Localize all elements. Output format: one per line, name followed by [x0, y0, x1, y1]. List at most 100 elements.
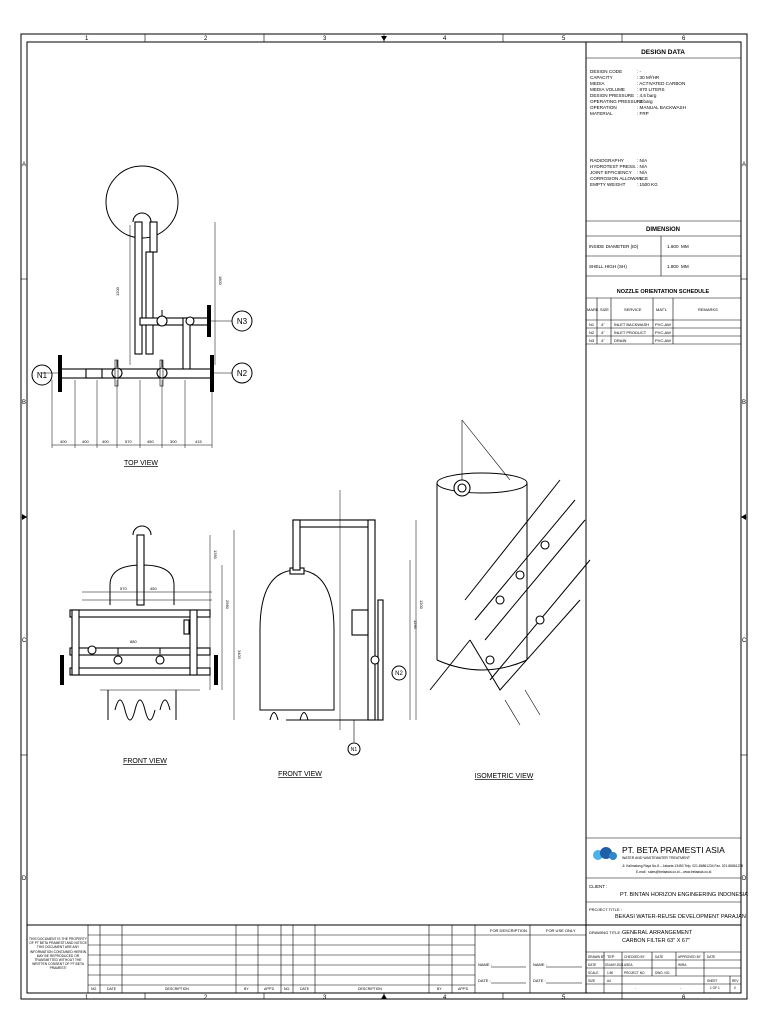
svg-text:DESCRIPTION: DESCRIPTION: [358, 987, 382, 991]
svg-text:WIRA: WIRA: [678, 963, 687, 967]
svg-text:4": 4": [601, 330, 605, 335]
svg-text:1:50: 1:50: [607, 971, 613, 975]
svg-text:: N/A: : N/A: [637, 158, 648, 163]
property-notice: THIS DOCUMENT IS THE PROPERTY OF PT BETA…: [29, 937, 87, 971]
svg-text:N3: N3: [237, 317, 248, 326]
svg-text:: 30 M³/HR: : 30 M³/HR: [637, 75, 660, 80]
svg-text:ASEA: ASEA: [624, 963, 633, 967]
svg-text:OPERATION: OPERATION: [590, 105, 617, 110]
nozzle-schedule-table: NOZZLE ORIENTATION SCHEDULE MARK SIZE SE…: [586, 289, 741, 345]
svg-text:MEDIA VOLUME: MEDIA VOLUME: [590, 87, 625, 92]
svg-text:SIZE: SIZE: [588, 979, 595, 983]
svg-text:570: 570: [125, 439, 132, 444]
svg-text:: MANUAL BACKWASH: : MANUAL BACKWASH: [637, 105, 686, 110]
svg-text:PVC-AW: PVC-AW: [655, 338, 671, 343]
svg-text:DRAIN: DRAIN: [614, 338, 627, 343]
svg-text:APP'D: APP'D: [264, 987, 275, 991]
row-b-right: B: [742, 400, 746, 406]
svg-text:MEDIA: MEDIA: [590, 81, 605, 86]
svg-text:: 4,5 barg: : 4,5 barg: [637, 93, 657, 98]
row-b: B: [22, 400, 26, 406]
svg-text:1 OF 1: 1 OF 1: [710, 986, 720, 990]
svg-text:Jl. Kalimalang Raya No.8 – Jak: Jl. Kalimalang Raya No.8 – Jakarta 13450…: [622, 864, 743, 868]
svg-text:400: 400: [60, 439, 67, 444]
dimension-title: DIMENSION: [646, 227, 680, 233]
svg-text:: 3 barg: : 3 barg: [637, 99, 653, 104]
svg-text:1.600: 1.600: [667, 244, 679, 249]
row-d: D: [22, 876, 27, 882]
svg-text:MM: MM: [681, 264, 689, 269]
callout-n1: [31, 364, 53, 386]
row-markers: A B C D A B C D: [21, 162, 747, 882]
svg-text:1800: 1800: [218, 276, 223, 286]
svg-text:SIZE: SIZE: [600, 307, 609, 312]
svg-text:: ACTIVATED CARBON: : ACTIVATED CARBON: [637, 81, 685, 86]
svg-text:CARBON FILTER 63" X 67": CARBON FILTER 63" X 67": [622, 938, 690, 944]
svg-text:OPERATING PRESSURE: OPERATING PRESSURE: [590, 99, 643, 104]
svg-text:0: 0: [734, 986, 736, 990]
col-6: 6: [682, 36, 686, 42]
svg-text:450: 450: [147, 439, 154, 444]
svg-text:MM: MM: [681, 244, 689, 249]
svg-text:DATE :: DATE :: [478, 978, 491, 983]
logo-mark-3: [609, 852, 617, 860]
svg-text:1290: 1290: [413, 620, 418, 630]
svg-text:N2: N2: [589, 330, 595, 335]
svg-text:NAME :: NAME :: [533, 962, 547, 967]
col-6-bottom: 6: [682, 995, 686, 1001]
svg-text:4": 4": [601, 338, 605, 343]
svg-text:RADIOGRAPHY: RADIOGRAPHY: [590, 158, 624, 163]
svg-text:CHECKED BY: CHECKED BY: [624, 955, 646, 959]
svg-text:INLET BACKWASH: INLET BACKWASH: [614, 322, 649, 327]
company-name: PT. BETA PRAMESTI ASIA: [622, 845, 725, 855]
row-c-right: C: [742, 638, 747, 644]
svg-text:-: -: [680, 986, 681, 990]
nozzle-callouts: N3 N2 N1: [31, 310, 253, 386]
svg-text:BY: BY: [244, 987, 249, 991]
svg-text:DESIGN CODE: DESIGN CODE: [590, 69, 622, 74]
svg-text:DATE: DATE: [107, 987, 117, 991]
row-a: A: [22, 162, 26, 168]
col-4: 4: [443, 36, 447, 42]
col-1-bottom: 1: [85, 995, 89, 1001]
column-markers: 1 2 3 4 5 6 1 2 3 4 5 6: [85, 34, 686, 1001]
svg-text:SERVICE: SERVICE: [624, 307, 642, 312]
svg-text:BEKASI WATER-REUSE DEVELOPMENT: BEKASI WATER-REUSE DEVELOPMENT PARAJAN: [615, 914, 746, 920]
svg-text:CLIENT :: CLIENT :: [589, 884, 607, 889]
svg-text:1350: 1350: [213, 550, 218, 560]
svg-text:INLET PRODUCT: INLET PRODUCT: [614, 330, 647, 335]
svg-text:: 1: : 1: [637, 176, 643, 181]
svg-text:: 1500 KG: : 1500 KG: [637, 182, 658, 187]
top-view: 400 400 400 570 450 300 415 1800 1200 TO…: [40, 165, 232, 467]
svg-text:DATE :: DATE :: [533, 978, 546, 983]
svg-text:: 870 LITERS: : 870 LITERS: [637, 87, 665, 92]
svg-text:N3: N3: [589, 338, 595, 343]
svg-text:DATE: DATE: [588, 963, 596, 967]
callout-n2: [231, 362, 253, 384]
col-2-bottom: 2: [204, 995, 208, 1001]
nozzle-title: NOZZLE ORIENTATION SCHEDULE: [617, 289, 710, 295]
bottom-title-block: NO. DATE DESCRIPTION BY APP'D NO. DATE D…: [27, 924, 741, 993]
svg-text:NO.: NO.: [91, 987, 97, 991]
svg-text:REV: REV: [732, 979, 739, 983]
inlet-elbow-top: [132, 212, 152, 223]
svg-text:DATE: DATE: [655, 955, 663, 959]
svg-text:: N/A: : N/A: [637, 164, 648, 169]
svg-text:SHEET: SHEET: [707, 979, 718, 983]
callout-n2-front: [391, 665, 407, 681]
svg-text:DRAWING TITLE :: DRAWING TITLE :: [589, 930, 622, 935]
svg-text:880: 880: [130, 639, 137, 644]
design-data-title: DESIGN DATA: [641, 49, 685, 56]
svg-text:DRAWN BY: DRAWN BY: [588, 955, 606, 959]
svg-text:N1: N1: [589, 322, 595, 327]
front-view-2-label: FRONT VIEW: [278, 771, 322, 778]
svg-text:N1: N1: [37, 371, 48, 380]
svg-text:450: 450: [150, 586, 157, 591]
row-c: C: [22, 638, 27, 644]
svg-text:GENERAL ARRANGEMENT: GENERAL ARRANGEMENT: [622, 930, 693, 936]
svg-text:415: 415: [195, 439, 202, 444]
svg-text:1200: 1200: [419, 600, 424, 610]
isometric-view-label: ISOMETRIC VIEW: [475, 773, 534, 780]
col-4-bottom: 4: [443, 995, 447, 1001]
svg-text:DATE: DATE: [707, 955, 715, 959]
